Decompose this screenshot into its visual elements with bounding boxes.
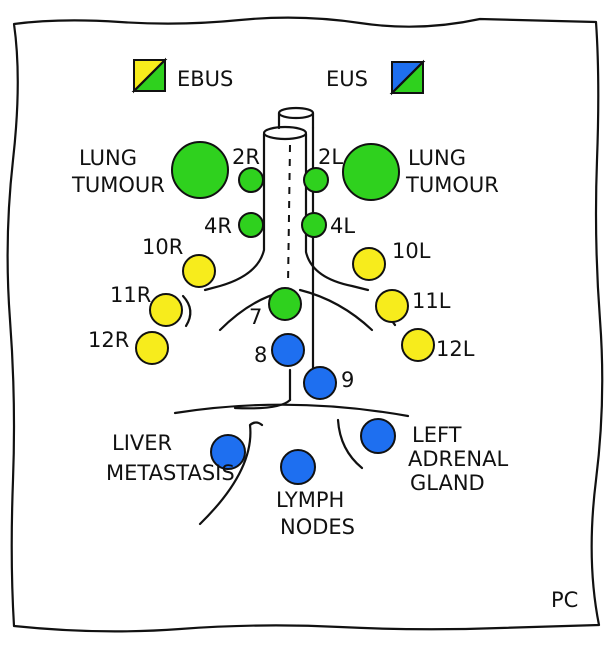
lung-tumour-left-label-line2: TUMOUR <box>405 173 499 197</box>
legend: EBUS EUS <box>131 57 426 96</box>
station-8-label: 8 <box>254 343 267 367</box>
labels: LUNG TUMOUR LUNG TUMOUR 2R 2L 4R 4L 10R … <box>71 145 578 612</box>
lymph-nodes-label-line2: NODES <box>280 515 355 539</box>
left-adrenal-label-line1: LEFT <box>412 423 462 447</box>
station-11r-node <box>149 293 183 327</box>
station-4l-node <box>301 212 327 238</box>
lung-tumour-right-label-line1: LUNG <box>79 146 137 170</box>
station-8-node <box>271 333 305 367</box>
station-12l-node <box>401 328 435 362</box>
left-adrenal-gland-node <box>360 418 396 454</box>
nodes <box>135 141 435 485</box>
lung-tumour-right-node <box>171 141 229 199</box>
station-10l-label: 10L <box>392 239 431 263</box>
station-2l-label: 2L <box>318 145 343 169</box>
station-12r-node <box>135 331 169 365</box>
station-2r-label: 2R <box>232 145 260 169</box>
liver-metastasis-label-line1: LIVER <box>112 431 172 455</box>
airway-drawing <box>173 106 410 526</box>
station-10l-node <box>352 247 386 281</box>
ebus-legend-label: EBUS <box>177 67 233 91</box>
ebus-legend-swatch <box>131 57 168 94</box>
station-2l-node <box>303 167 329 193</box>
eus-legend-swatch <box>389 59 426 96</box>
paper-border <box>6 16 604 633</box>
station-12l-label: 12L <box>436 337 475 361</box>
eus-legend-label: EUS <box>326 67 368 91</box>
station-11l-label: 11L <box>412 289 451 313</box>
left-adrenal-label-line3: GLAND <box>410 471 485 495</box>
artist-signature: PC <box>551 588 578 612</box>
station-11l-node <box>375 289 409 323</box>
station-9-node <box>303 366 337 400</box>
station-4r-node <box>238 212 264 238</box>
lung-tumour-left-node <box>342 143 400 201</box>
station-10r-node <box>182 254 216 288</box>
left-adrenal-label-line2: ADRENAL <box>408 447 508 471</box>
lung-tumour-right-label-line2: TUMOUR <box>71 173 165 197</box>
liver-metastasis-label-line2: METASTASIS <box>106 461 235 485</box>
station-7-node <box>268 287 302 321</box>
lung-tumour-left-label-line1: LUNG <box>408 146 466 170</box>
station-9-label: 9 <box>341 368 354 392</box>
station-4r-label: 4R <box>204 214 232 238</box>
liver-metastasis-node <box>210 434 246 470</box>
station-7-label: 7 <box>249 305 262 329</box>
station-4l-label: 4L <box>330 214 355 238</box>
station-10r-label: 10R <box>142 235 183 259</box>
lymph-nodes-node <box>280 449 316 485</box>
station-2r-node <box>238 167 264 193</box>
station-12r-label: 12R <box>88 328 129 352</box>
station-11r-label: 11R <box>110 283 151 307</box>
lymph-nodes-label-line1: LYMPH <box>276 488 344 512</box>
